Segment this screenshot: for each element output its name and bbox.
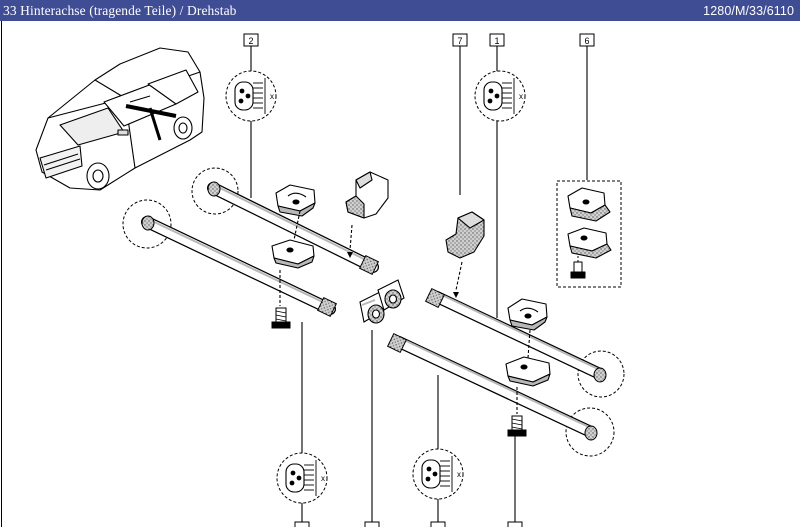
clamp-upper-left: [275, 184, 316, 217]
callout-2: 2: [243, 33, 259, 47]
svg-text:x: x: [519, 92, 523, 101]
callout-7: 7: [452, 33, 468, 47]
exploded-diagram: 2 7 1 6 x: [0, 21, 800, 532]
detail-circle-bottom-right: x: [412, 448, 464, 500]
svg-text:x: x: [270, 92, 274, 101]
assembly-dashes: [279, 210, 531, 414]
detail-circle-bottom-left: x: [276, 452, 328, 504]
svg-text:1: 1: [494, 36, 499, 46]
reference-number: 1280/M/33/6110: [703, 3, 794, 18]
center-coupling: [359, 279, 405, 324]
torsion-bar-upper-left: [191, 167, 380, 276]
svg-text:x: x: [321, 474, 325, 483]
page-title: 33 Hinterachse (tragende Teile) / Drehst…: [3, 2, 237, 18]
torsion-bar-lower-left: [122, 199, 338, 318]
van-illustration: [35, 47, 205, 191]
svg-text:6: 6: [584, 36, 589, 46]
bolt-left: [271, 307, 291, 329]
title-bar: 33 Hinterachse (tragende Teile) / Drehst…: [0, 0, 800, 21]
bolt-right: [507, 415, 527, 437]
svg-text:2: 2: [248, 36, 253, 46]
clamp-lower-right: [505, 356, 551, 387]
callout-1: 1: [489, 33, 505, 47]
clamp-lower-left: [271, 239, 315, 269]
assembly-arrowheads: [347, 252, 459, 298]
torsion-bar-lower-right: [386, 332, 615, 457]
kit-box-6: [556, 180, 622, 288]
torsion-bar-upper-right: [424, 287, 625, 398]
detail-circle-top-left: x: [225, 70, 277, 122]
diagram-svg: 2 7 1 6 x: [1, 21, 625, 532]
detail-circle-top-right: x: [474, 70, 526, 122]
svg-text:7: 7: [457, 36, 462, 46]
bushing-left: [345, 171, 389, 219]
callout-bottom-stubs: [294, 521, 523, 532]
svg-text:x: x: [457, 470, 461, 479]
callout-6: 6: [579, 33, 595, 47]
bushing-right: [445, 211, 485, 259]
clamp-upper-right: [507, 298, 548, 331]
